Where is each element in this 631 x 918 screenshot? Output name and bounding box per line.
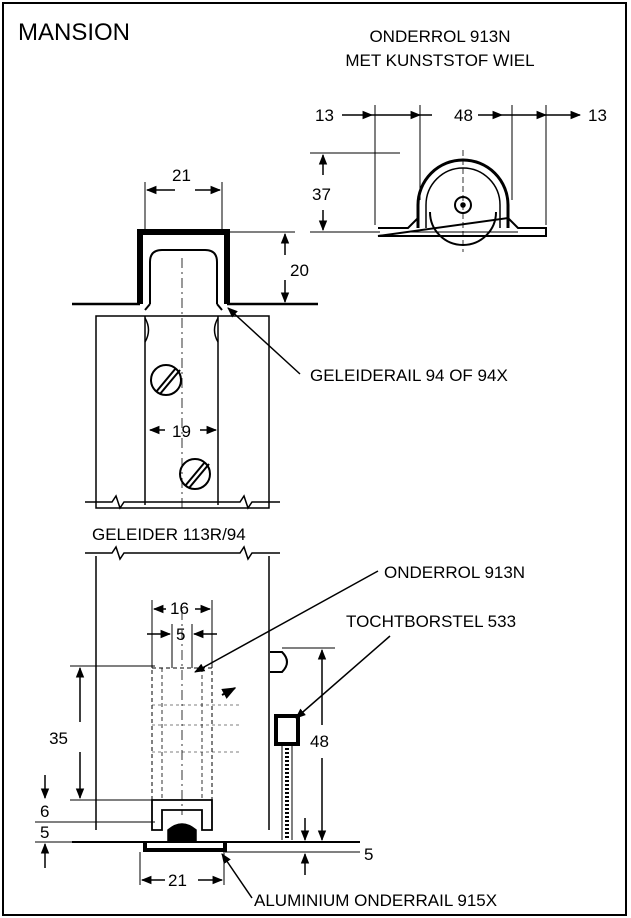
dim-screw-spacing: 19 (172, 422, 191, 441)
lower-assembly (35, 545, 391, 899)
dim-base-gap: 5 (40, 823, 49, 842)
label-guide: GELEIDER 113R/94 (92, 525, 246, 544)
dim-roller-height: 35 (49, 729, 68, 748)
dim-wheel-right: 13 (588, 106, 607, 125)
title: MANSION (18, 19, 130, 46)
dim-base-height: 6 (40, 802, 49, 821)
label-bottom-rail: ALUMINIUM ONDERRAIL 915X (254, 891, 497, 910)
caption-line-2: MET KUNSTSTOF WIEL (345, 51, 534, 70)
label-lower-roller: ONDERROL 913N (384, 563, 525, 582)
dim-bottom-width: 21 (168, 871, 187, 890)
dim-roller-inner: 5 (176, 625, 185, 644)
dim-roller-width: 16 (170, 599, 189, 618)
dim-brush-height: 48 (310, 732, 329, 751)
label-rail: GELEIDERAIL 94 OF 94X (310, 366, 508, 385)
caption-line-1: ONDERROL 913N (369, 27, 510, 46)
dim-wheel-width: 48 (454, 106, 473, 125)
dim-rail-height: 20 (290, 261, 309, 280)
dim-bottom-gap: 5 (364, 845, 373, 864)
wheel-detail (310, 105, 582, 252)
dim-rail-width: 21 (172, 166, 191, 185)
label-brush: TOCHTBORSTEL 533 (346, 612, 516, 631)
dim-wheel-height: 37 (312, 185, 331, 204)
upper-assembly (72, 182, 318, 510)
dim-wheel-left: 13 (315, 106, 334, 125)
